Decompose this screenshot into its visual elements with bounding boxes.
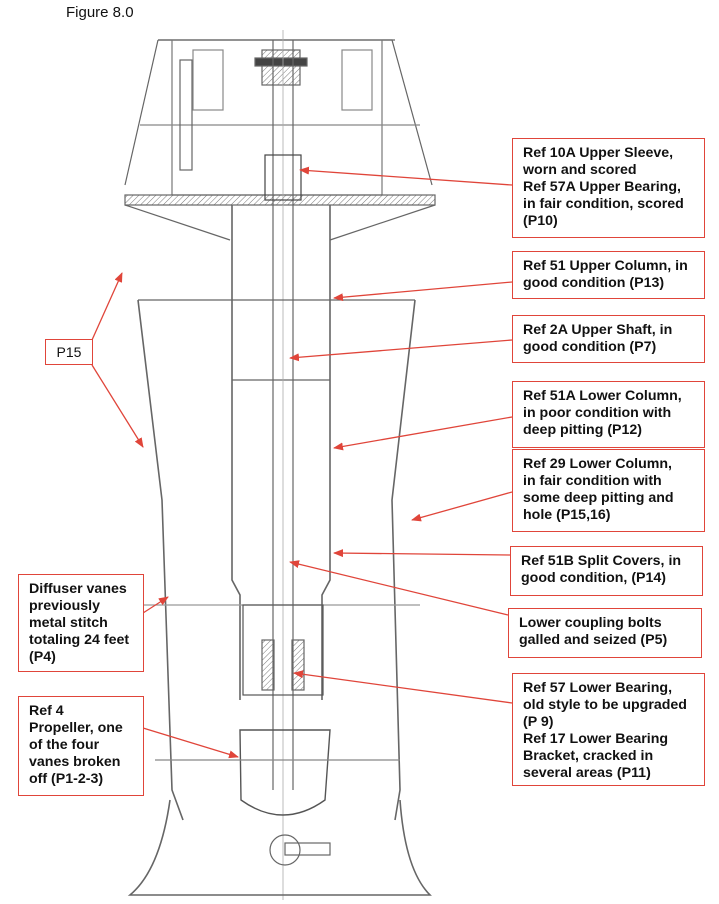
callout-upper-sleeve-bearing: Ref 10A Upper Sleeve, worn and scored Re… xyxy=(512,138,705,238)
callout-split-covers: Ref 51B Split Covers, in good condition,… xyxy=(510,546,703,596)
leader-upper-shaft xyxy=(289,339,513,362)
leader-p15-lower xyxy=(91,364,144,448)
leader-split-covers xyxy=(333,549,511,558)
annotation-leaders xyxy=(91,166,513,759)
leader-diffuser-vanes xyxy=(142,596,169,614)
callout-lower-bearing: Ref 57 Lower Bearing, old style to be up… xyxy=(512,673,705,786)
leader-upper-sleeve xyxy=(299,166,513,186)
callout-coupling-bolts: Lower coupling bolts galled and seized (… xyxy=(508,608,702,658)
callout-upper-shaft: Ref 2A Upper Shaft, in good condition (P… xyxy=(512,315,705,363)
leader-p15-upper xyxy=(91,272,123,341)
leader-coupling-bolts xyxy=(289,560,509,616)
leader-lower-bearing xyxy=(293,670,513,704)
leader-upper-column xyxy=(333,281,513,302)
callout-diffuser-vanes: Diffuser vanes previously metal stitch t… xyxy=(18,574,144,672)
callout-p15: P15 xyxy=(45,339,93,365)
callout-upper-column: Ref 51 Upper Column, in good condition (… xyxy=(512,251,705,299)
leader-propeller xyxy=(142,727,239,759)
callout-lower-column-29: Ref 29 Lower Column, in fair condition w… xyxy=(512,449,705,532)
figure-title: Figure 8.0 xyxy=(66,4,134,21)
callout-propeller: Ref 4 Propeller, one of the four vanes b… xyxy=(18,696,144,796)
leader-lower-column-29 xyxy=(411,491,513,522)
callout-lower-column-51a: Ref 51A Lower Column, in poor condition … xyxy=(512,381,705,448)
pump-outline xyxy=(100,30,436,900)
leader-lower-column-51a xyxy=(333,416,513,451)
